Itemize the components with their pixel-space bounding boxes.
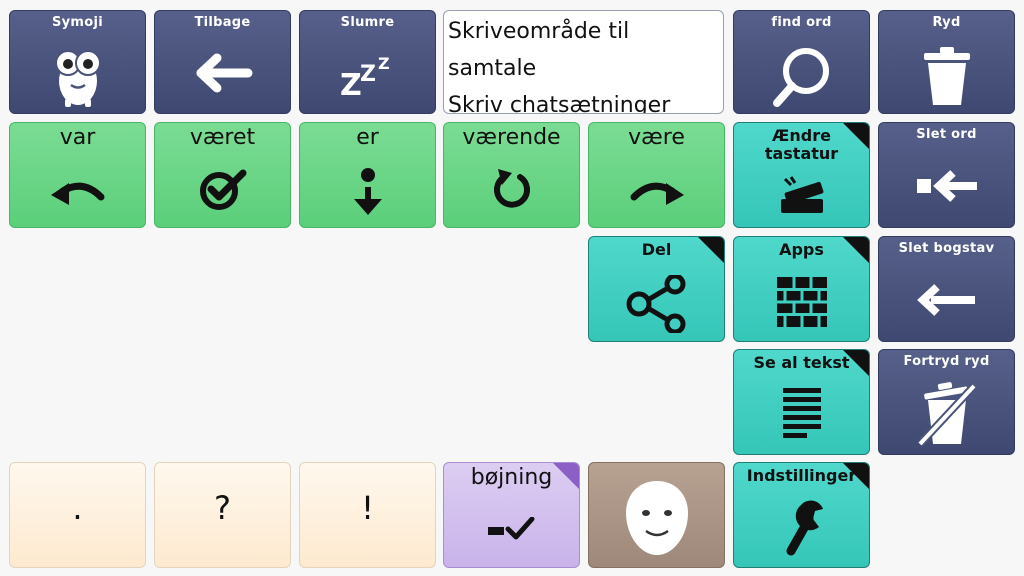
ryd-label: Ryd: [932, 15, 961, 30]
chat-text-area[interactable]: Skriveområde til samtale Skriv chatsætni…: [443, 10, 724, 114]
face-button[interactable]: [588, 462, 725, 568]
slumre-button[interactable]: Slumre Z Z Z: [299, 10, 436, 114]
word-vaeret-label: været: [189, 125, 256, 150]
period-label: .: [72, 489, 83, 527]
ryd-button[interactable]: Ryd: [878, 10, 1015, 114]
aendre-tastatur-label: Ændre tastatur: [764, 126, 839, 163]
inflection-check-icon: [487, 517, 534, 540]
brick-grid-icon: [776, 277, 827, 327]
check-circle-icon: [199, 169, 246, 210]
folder-corner: [843, 350, 869, 376]
mask-face-icon: [625, 481, 688, 555]
tilbage-label: Tilbage: [194, 15, 251, 30]
exclaim-label: !: [361, 489, 374, 527]
exclaim-button[interactable]: !: [299, 462, 436, 568]
fortryd-ryd-label: Fortryd ryd: [903, 354, 990, 369]
magnifier-icon: [772, 48, 829, 107]
apps-button[interactable]: Apps: [733, 236, 870, 342]
del-label: Del: [641, 240, 672, 259]
zzz-icon: Z Z Z: [340, 54, 390, 99]
fortryd-ryd-button[interactable]: Fortryd ryd: [878, 349, 1015, 455]
folder-corner: [553, 463, 579, 489]
word-er-label: er: [356, 125, 379, 150]
aendre-tastatur-button[interactable]: Ændre tastatur: [733, 122, 870, 228]
symoji-button[interactable]: Symoji: [9, 10, 146, 114]
symoji-label: Symoji: [51, 15, 104, 30]
word-vaere-label: være: [628, 125, 685, 150]
word-vaere[interactable]: være: [588, 122, 725, 228]
keyboard-icon: [780, 176, 823, 213]
word-vaerende[interactable]: værende: [443, 122, 580, 228]
arrow-down-dot-icon: [353, 168, 382, 215]
svg-text:Z: Z: [340, 68, 362, 99]
text-area-line: samtale: [448, 56, 537, 81]
slet-ord-button[interactable]: Slet ord: [878, 122, 1015, 228]
folder-corner: [843, 123, 869, 149]
text-lines-icon: [782, 388, 821, 438]
slet-bogstav-label: Slet bogstav: [898, 241, 995, 256]
period-button[interactable]: .: [9, 462, 146, 568]
circular-arrow-icon: [493, 169, 530, 208]
word-var-label: var: [59, 125, 96, 150]
indstillinger-button[interactable]: Indstillinger: [733, 462, 870, 568]
arrow-left-icon: [196, 53, 252, 93]
wrench-icon: [786, 500, 823, 556]
del-button[interactable]: Del: [588, 236, 725, 342]
find-ord-label: find ord: [771, 15, 832, 30]
se-al-tekst-button[interactable]: Se al tekst: [733, 349, 870, 455]
bojning-button[interactable]: bøjning: [443, 462, 580, 568]
svg-text:Z: Z: [360, 62, 376, 87]
slumre-label: Slumre: [340, 15, 395, 30]
word-er[interactable]: er: [299, 122, 436, 228]
question-label: ?: [214, 489, 231, 527]
tilbage-button[interactable]: Tilbage: [154, 10, 291, 114]
find-ord-button[interactable]: find ord: [733, 10, 870, 114]
trash-icon: [923, 47, 970, 105]
word-vaerende-label: værende: [462, 125, 561, 150]
se-al-tekst-label: Se al tekst: [753, 353, 850, 372]
svg-text:Z: Z: [378, 54, 390, 73]
word-var[interactable]: var: [9, 122, 146, 228]
arrow-left-icon: [916, 284, 975, 316]
apps-label: Apps: [779, 240, 824, 259]
indstillinger-label: Indstillinger: [746, 466, 857, 485]
curved-arrow-left-icon: [50, 182, 104, 205]
text-area-line: Skriv chatsætninger: [448, 93, 671, 114]
folder-corner: [843, 463, 869, 489]
bojning-label: bøjning: [470, 465, 553, 490]
folder-corner: [698, 237, 724, 263]
question-button[interactable]: ?: [154, 462, 291, 568]
slet-bogstav-button[interactable]: Slet bogstav: [878, 236, 1015, 342]
slet-ord-label: Slet ord: [916, 127, 977, 142]
text-area-line: Skriveområde til: [448, 19, 630, 44]
folder-corner: [843, 237, 869, 263]
owl-face-icon: [54, 50, 101, 107]
curved-arrow-right-icon: [630, 182, 684, 205]
undo-trash-icon: [916, 382, 977, 447]
delete-word-icon: [916, 170, 977, 202]
share-icon: [626, 275, 685, 333]
word-vaeret[interactable]: været: [154, 122, 291, 228]
